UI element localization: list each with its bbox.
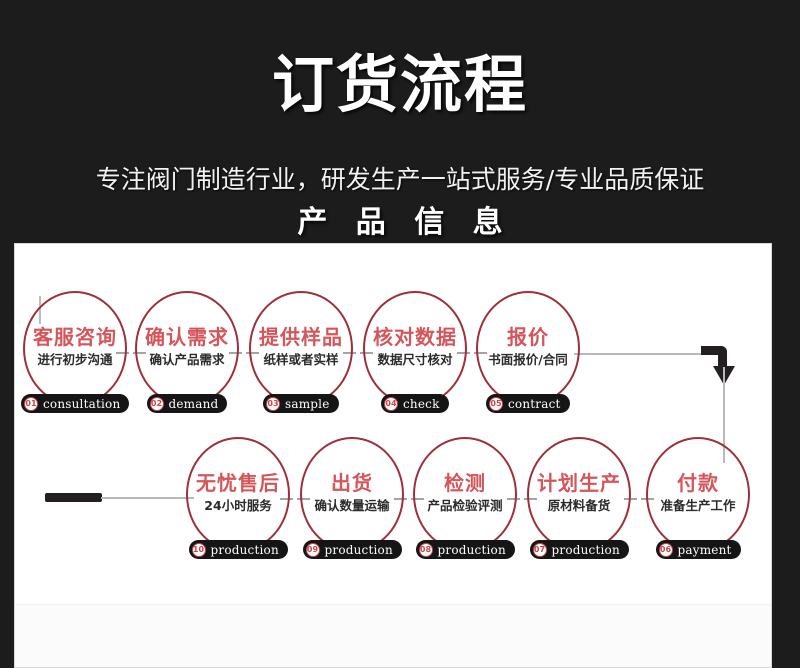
flow-step-number: 06 (658, 542, 673, 557)
flow-node-10[interactable]: 无忧售后 24小时服务 (186, 437, 290, 552)
row2-end-line (101, 496, 194, 499)
flow-node-05[interactable]: 报价书面报价/合同 (476, 291, 580, 406)
flow-node-title: 检测 (444, 471, 486, 495)
flow-node-01[interactable]: 客服咨询进行初步沟通 (23, 291, 127, 406)
flow-node-title: 出货 (331, 471, 373, 495)
flow-step-number: 10 (191, 542, 206, 557)
flow-step-number: 05 (489, 396, 503, 411)
flow-node-09[interactable]: 出货确认数量运输 (300, 437, 404, 552)
flow-node-title: 确认需求 (145, 325, 229, 349)
flow-step-label: payment (677, 542, 732, 557)
flow-node-subtitle: 产品检验评测 (427, 498, 503, 513)
flow-step-badge-06[interactable]: 06 payment (655, 540, 741, 559)
flow-node-04[interactable]: 核对数据数据尺寸核对 (363, 291, 467, 406)
flow-step-badge-04[interactable]: 04 check (381, 394, 449, 413)
flow-step-label: production (437, 542, 506, 557)
flow-step-label: production (210, 542, 279, 557)
flow-step-number: 07 (532, 542, 547, 557)
flow-node-subtitle: 书面报价/合同 (488, 352, 568, 367)
header-banner: 订货流程 专注阀门制造行业，研发生产一站式服务/专业品质保证 产 品 信 息 (0, 0, 800, 243)
elbow-to-row2-line (723, 367, 725, 463)
flow-step-number: 08 (418, 542, 433, 557)
flow-step-label: check (403, 396, 440, 411)
flow-node-03[interactable]: 提供样品纸样或者实样 (249, 291, 353, 406)
flow-node-title: 计划生产 (537, 471, 621, 495)
flow-node-06[interactable]: 付款准备生产工作 (646, 437, 750, 552)
flow-step-label: consultation (43, 396, 121, 411)
flow-node-title: 提供样品 (259, 325, 343, 349)
flow-step-number: 03 (266, 396, 280, 411)
flow-step-badge-10[interactable]: 10 production (188, 540, 288, 559)
flow-step-number: 09 (305, 542, 320, 557)
flow-node-subtitle: 确认产品需求 (149, 352, 225, 367)
header-subtitle: 专注阀门制造行业，研发生产一站式服务/专业品质保证 (95, 165, 705, 194)
flow-step-label: sample (285, 396, 330, 411)
flow-node-title: 付款 (677, 471, 719, 495)
flow-node-subtitle: 确认数量运输 (314, 498, 390, 513)
flow-step-badge-03[interactable]: 03 sample (263, 394, 339, 413)
panel-footer-tint (15, 604, 771, 667)
row1-to-elbow-line (574, 353, 715, 356)
flow-node-title: 报价 (507, 325, 549, 349)
flow-step-label: production (551, 542, 620, 557)
flow-step-badge-01[interactable]: 01 consultation (21, 394, 130, 413)
flow-node-subtitle: 原材料备货 (547, 498, 611, 513)
flow-end-cap (45, 492, 102, 502)
page-title: 订货流程 (271, 48, 528, 121)
flow-step-label: demand (168, 396, 219, 411)
flow-node-02[interactable]: 确认需求确认产品需求 (135, 291, 239, 406)
flow-step-number: 02 (149, 396, 164, 411)
flow-elbow (701, 346, 727, 367)
flow-step-number: 01 (24, 396, 38, 411)
flow-node-title: 客服咨询 (33, 325, 117, 349)
flow-step-label: contract (508, 396, 561, 411)
flow-node-subtitle: 24小时服务 (204, 498, 272, 513)
flow-step-badge-02[interactable]: 02 demand (146, 394, 228, 413)
flow-node-07[interactable]: 计划生产原材料备货 (527, 437, 631, 552)
flow-step-number: 04 (384, 396, 398, 411)
flow-node-subtitle: 准备生产工作 (660, 498, 736, 513)
flow-node-subtitle: 纸样或者实样 (263, 352, 339, 367)
flow-node-subtitle: 进行初步沟通 (37, 352, 113, 367)
flow-step-label: production (324, 542, 393, 557)
flow-step-badge-07[interactable]: 07 production (529, 540, 629, 559)
flow-step-badge-05[interactable]: 05 contract (486, 394, 570, 413)
flow-node-title: 核对数据 (373, 325, 457, 349)
flow-step-badge-09[interactable]: 09 production (302, 540, 402, 559)
section-label: 产 品 信 息 (297, 205, 512, 240)
flow-step-badge-08[interactable]: 08 production (415, 540, 515, 559)
flow-node-title: 无忧售后 (196, 471, 280, 495)
flow-node-08[interactable]: 检测产品检验评测 (413, 437, 517, 552)
flow-node-subtitle: 数据尺寸核对 (377, 352, 453, 367)
